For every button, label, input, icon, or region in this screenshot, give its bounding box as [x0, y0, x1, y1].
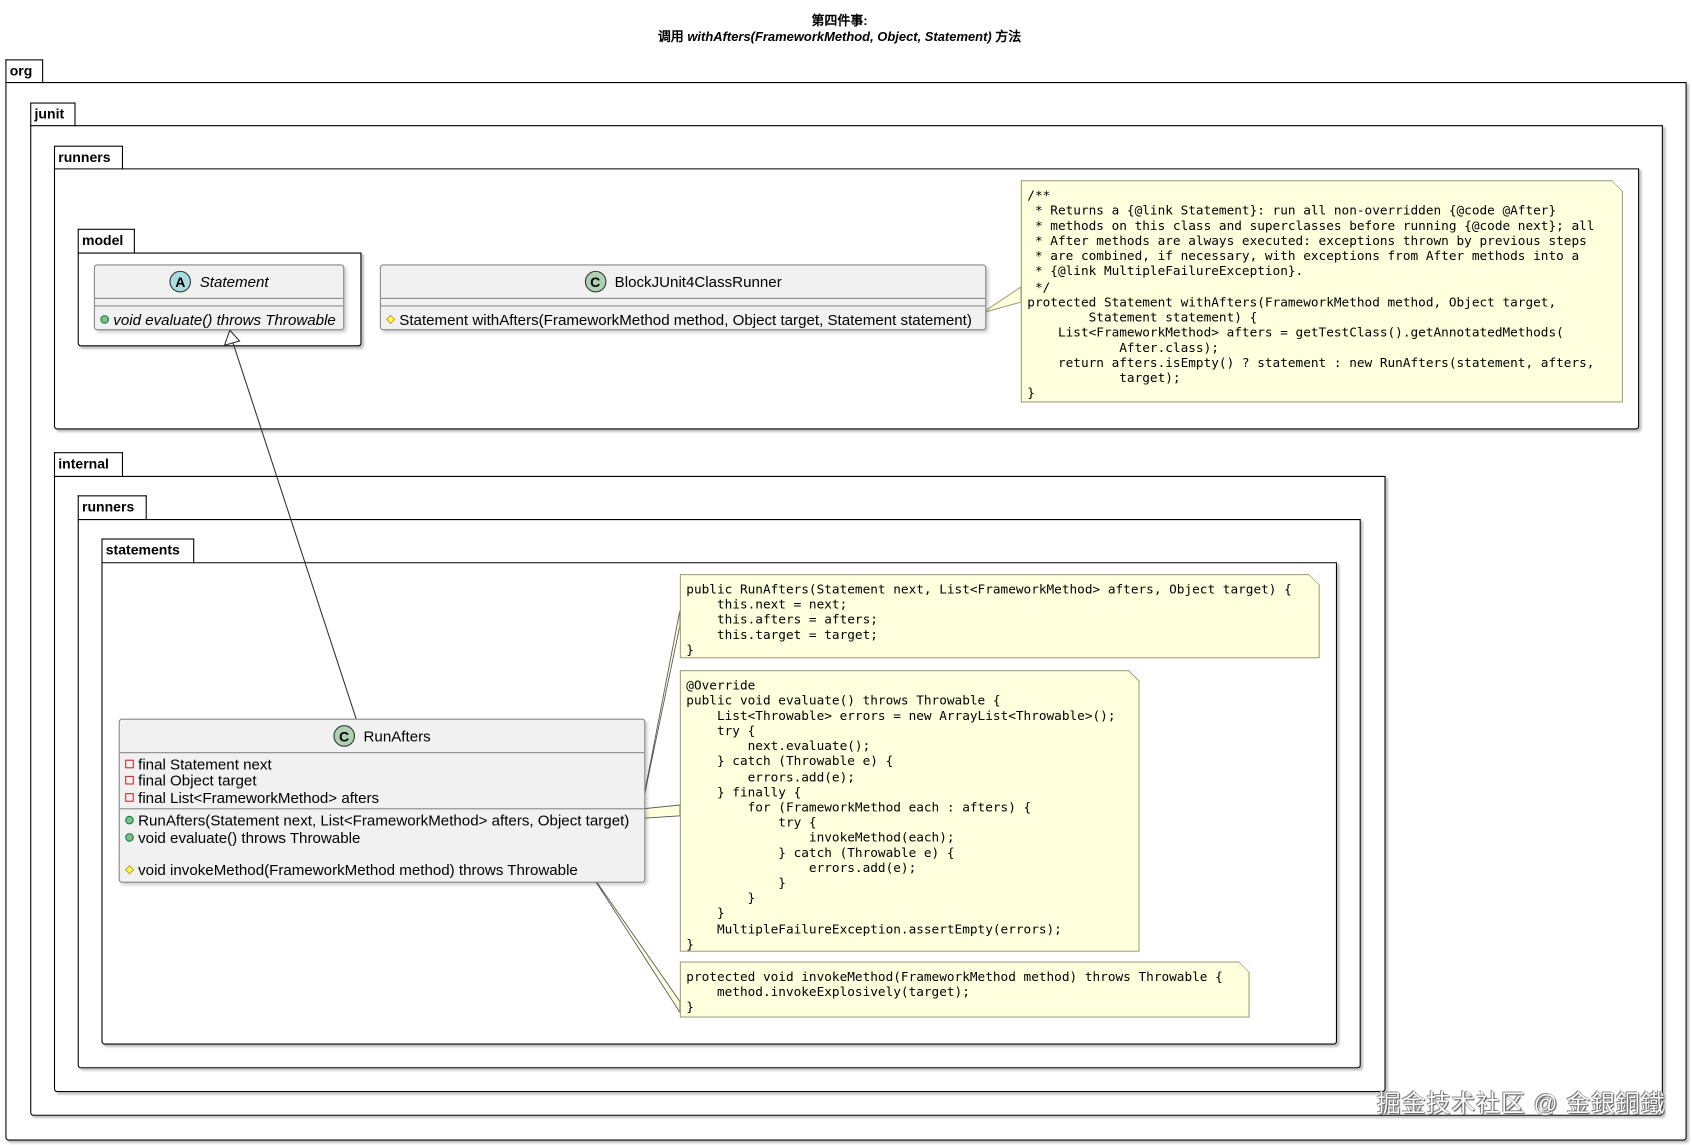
class-run-afters[interactable]: C RunAfters final Statement next final O… [118, 718, 646, 883]
note-connector-constructor [640, 610, 681, 812]
package-junit [30, 125, 1663, 1116]
note-constructor: public RunAfters(Statement next, List<Fr… [679, 574, 1320, 659]
class-name: BlockJUnit4ClassRunner [614, 273, 782, 291]
diagram-title-line1: 第四件事: [811, 12, 868, 29]
note-invoke-method: protected void invokeMethod(FrameworkMet… [679, 961, 1250, 1018]
class-statement[interactable]: A Statement void evaluate() throws Throw… [93, 264, 345, 331]
note-with-afters: /** * Returns a {@link Statement}: run a… [1020, 180, 1623, 403]
public-method-icon [125, 832, 134, 842]
method-text: void invokeMethod(FrameworkMethod method… [138, 861, 578, 879]
class-header: C RunAfters [120, 720, 644, 752]
method-row: void evaluate() throws Throwable [95, 311, 343, 328]
note-connector-with-afters [981, 286, 1022, 314]
inheritance-line [232, 342, 357, 719]
method-row: void evaluate() throws Throwable [120, 828, 644, 846]
method-text: RunAfters(Statement next, List<Framework… [138, 811, 630, 830]
field-row: final Object target [120, 772, 644, 789]
package-tab-internal: internal [53, 452, 124, 477]
private-field-icon [125, 759, 134, 769]
package-tab-junit: junit [30, 102, 76, 127]
package-org [5, 82, 1687, 1141]
inheritance-arrowhead [223, 329, 241, 347]
class-name: RunAfters [363, 727, 431, 745]
note-connector-invoke-method [587, 869, 681, 1014]
field-text: final List<FrameworkMethod> afters [138, 788, 380, 806]
package-tab-internal-runners: runners [77, 495, 147, 521]
package-tab-model: model [77, 228, 135, 254]
title-prefix: 调用 [657, 29, 688, 45]
class-icon: C [584, 270, 606, 293]
package-tab-statements: statements [101, 538, 195, 564]
public-method-icon [125, 816, 134, 825]
abstract-class-icon: A [169, 270, 192, 293]
watermark: 掘金技术社区 @ 金銀銅鐵 [1376, 1089, 1666, 1117]
class-name: Statement [199, 273, 269, 291]
class-block-junit4-class-runner[interactable]: C BlockJUnit4ClassRunner Statement withA… [379, 264, 987, 331]
package-tab-org: org [5, 59, 44, 84]
package-internal-runners [77, 519, 1361, 1069]
private-field-icon [125, 792, 134, 802]
protected-method-icon [124, 865, 135, 875]
method-text: void evaluate() throws Throwable [113, 310, 336, 328]
class-icon: C [333, 725, 355, 747]
private-field-icon [125, 776, 134, 785]
diagram-title-line2: 调用 withAfters(FrameworkMethod, Object, S… [0, 27, 1679, 45]
method-row: RunAfters(Statement next, List<Framework… [120, 812, 644, 829]
package-statements [101, 562, 1338, 1045]
title-suffix: 方法 [991, 29, 1022, 45]
protected-method-icon [386, 314, 396, 324]
title-method: withAfters(FrameworkMethod, Object, Stat… [687, 29, 992, 45]
class-header: C BlockJUnit4ClassRunner [381, 265, 985, 297]
method-row: Statement withAfters(FrameworkMethod met… [381, 311, 985, 328]
method-row: void invokeMethod(FrameworkMethod method… [120, 861, 644, 879]
method-text: Statement withAfters(FrameworkMethod met… [399, 310, 972, 328]
class-header: A Statement [95, 265, 343, 297]
field-row: final List<FrameworkMethod> afters [120, 789, 644, 806]
package-model [77, 252, 362, 347]
note-evaluate: @Override public void evaluate() throws … [679, 670, 1140, 952]
public-method-icon [100, 314, 109, 324]
field-text: final Statement next [138, 755, 272, 773]
field-text: final Object target [138, 771, 257, 790]
method-text: void evaluate() throws Throwable [138, 828, 361, 846]
field-row: final Statement next [120, 755, 644, 772]
package-internal [53, 475, 1386, 1093]
package-runners [53, 168, 1640, 430]
package-tab-runners: runners [53, 145, 124, 170]
